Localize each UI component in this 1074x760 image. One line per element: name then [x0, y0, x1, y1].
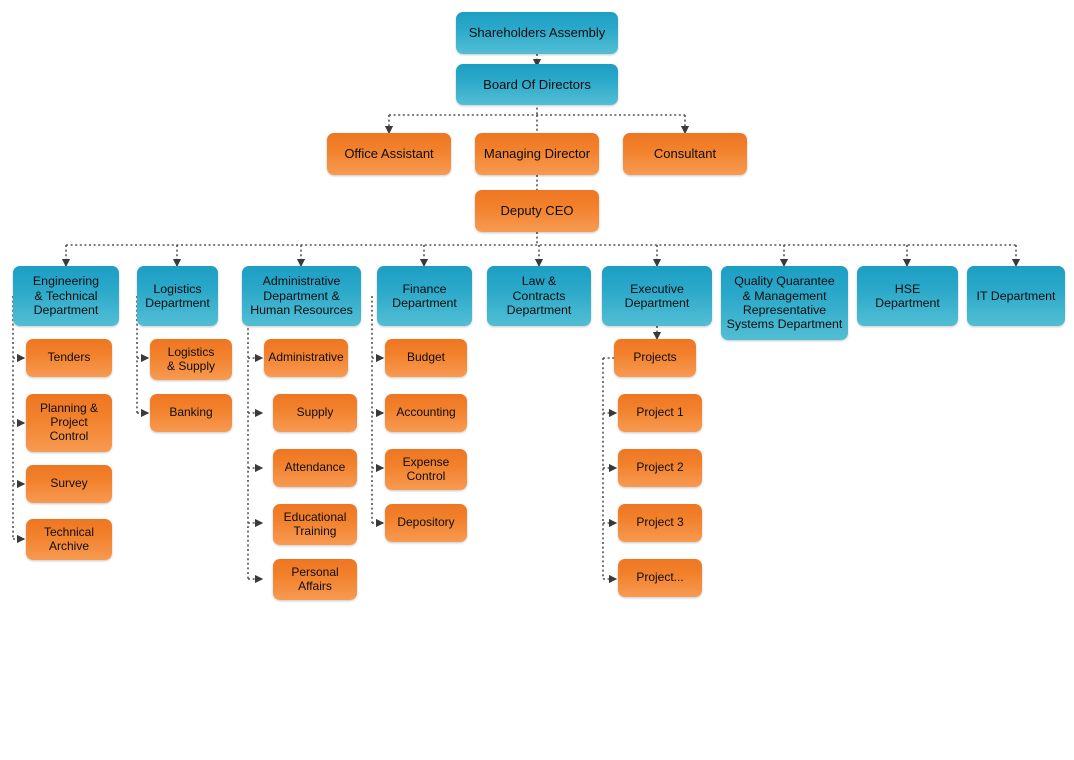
node-deputy-ceo[interactable]: Deputy CEO	[475, 190, 599, 232]
unit-personal-affairs[interactable]: Personal Affairs	[273, 559, 357, 600]
dept-quality-management[interactable]: Quality Quarantee & Management Represent…	[721, 266, 848, 340]
unit-administrative[interactable]: Administrative	[264, 339, 348, 377]
dept-law-contracts[interactable]: Law & Contracts Department	[487, 266, 591, 326]
unit-project-1[interactable]: Project 1	[618, 394, 702, 432]
unit-budget[interactable]: Budget	[385, 339, 467, 377]
node-managing-director[interactable]: Managing Director	[475, 133, 599, 175]
dept-hse[interactable]: HSE Department	[857, 266, 958, 326]
unit-banking[interactable]: Banking	[150, 394, 232, 432]
dept-logistics[interactable]: Logistics Department	[137, 266, 218, 326]
node-consultant[interactable]: Consultant	[623, 133, 747, 175]
unit-project-2[interactable]: Project 2	[618, 449, 702, 487]
unit-project-more[interactable]: Project...	[618, 559, 702, 597]
unit-planning-project-control[interactable]: Planning & Project Control	[26, 394, 112, 452]
unit-depository[interactable]: Depository	[385, 504, 467, 542]
unit-survey[interactable]: Survey	[26, 465, 112, 503]
unit-projects[interactable]: Projects	[614, 339, 696, 377]
unit-logistics-supply[interactable]: Logistics & Supply	[150, 339, 232, 380]
dept-administrative-hr[interactable]: Administrative Department & Human Resour…	[242, 266, 361, 326]
node-shareholders-assembly[interactable]: Shareholders Assembly	[456, 12, 618, 54]
unit-supply[interactable]: Supply	[273, 394, 357, 432]
unit-accounting[interactable]: Accounting	[385, 394, 467, 432]
unit-expense-control[interactable]: Expense Control	[385, 449, 467, 490]
unit-tenders[interactable]: Tenders	[26, 339, 112, 377]
node-office-assistant[interactable]: Office Assistant	[327, 133, 451, 175]
unit-attendance[interactable]: Attendance	[273, 449, 357, 487]
dept-finance[interactable]: Finance Department	[377, 266, 472, 326]
dept-engineering-technical[interactable]: Engineering & Technical Department	[13, 266, 119, 326]
unit-educational-training[interactable]: Educational Training	[273, 504, 357, 545]
node-board-of-directors[interactable]: Board Of Directors	[456, 64, 618, 105]
unit-project-3[interactable]: Project 3	[618, 504, 702, 542]
unit-technical-archive[interactable]: Technical Archive	[26, 519, 112, 560]
dept-it[interactable]: IT Department	[967, 266, 1065, 326]
dept-executive[interactable]: Executive Department	[602, 266, 712, 326]
